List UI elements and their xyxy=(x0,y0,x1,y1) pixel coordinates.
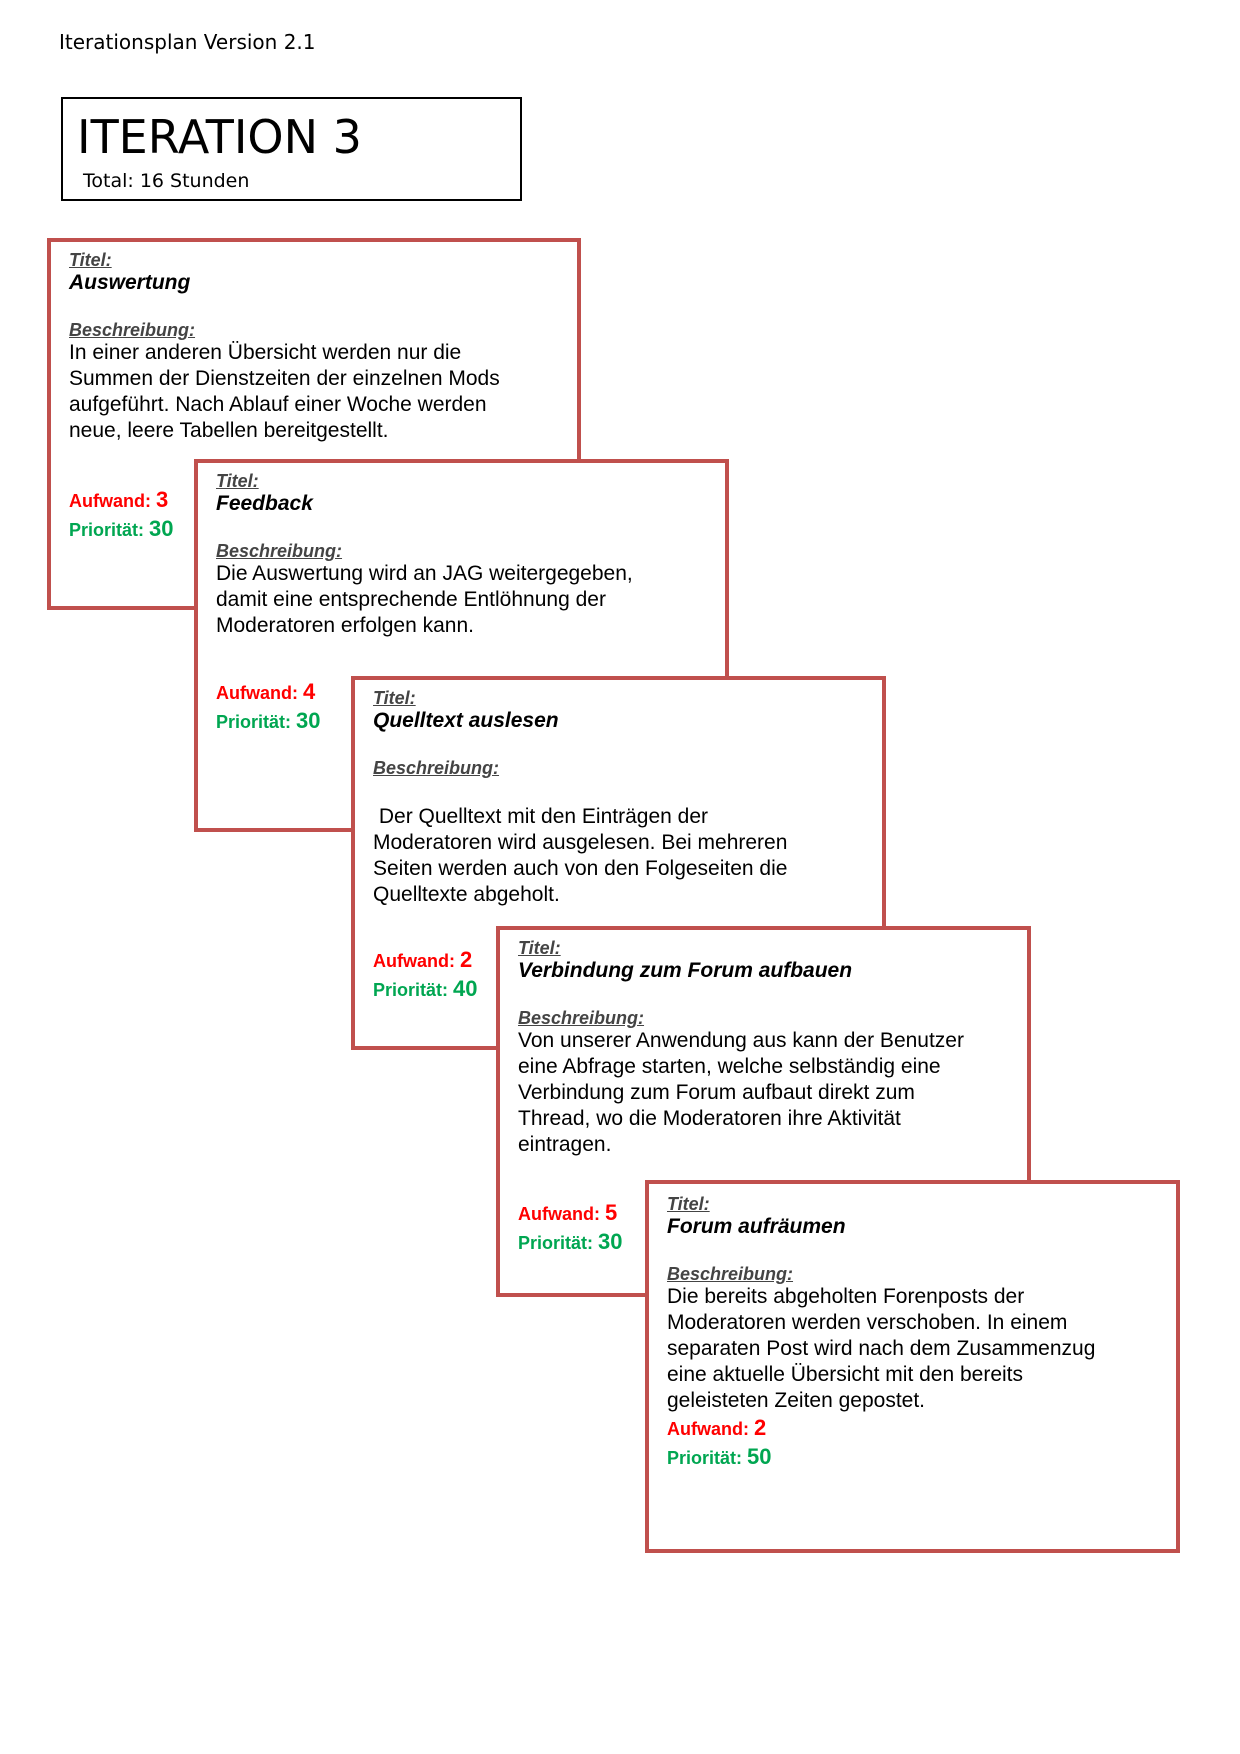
priority-label: Priorität: xyxy=(373,980,449,1000)
card-description: Die bereits abgeholten Forenposts der Mo… xyxy=(667,1285,1096,1412)
priority-label: Priorität: xyxy=(216,712,292,732)
effort-row: Aufwand: 5 xyxy=(518,1199,623,1228)
priority-row: Priorität: 30 xyxy=(69,515,174,544)
card-description: In einer anderen Übersicht werden nur di… xyxy=(69,341,500,442)
priority-row: Priorität: 30 xyxy=(518,1228,623,1257)
document-header: Iterationsplan Version 2.1 xyxy=(59,30,316,54)
card-content: Titel: Auswertung Beschreibung: In einer… xyxy=(69,250,565,444)
priority-label: Priorität: xyxy=(518,1233,594,1253)
iteration-total: Total: 16 Stunden xyxy=(83,170,250,192)
priority-value: 40 xyxy=(453,976,478,1001)
description-label: Beschreibung: xyxy=(667,1264,794,1284)
effort-row: Aufwand: 3 xyxy=(69,486,174,515)
priority-label: Priorität: xyxy=(69,520,145,540)
effort-row: Aufwand: 2 xyxy=(667,1414,1164,1443)
effort-value: 4 xyxy=(303,679,316,704)
card-title: Verbindung zum Forum aufbauen xyxy=(518,959,853,982)
description-label: Beschreibung: xyxy=(216,541,343,561)
priority-row: Priorität: 50 xyxy=(667,1443,1164,1472)
title-label: Titel: xyxy=(69,250,112,270)
card-title: Forum aufräumen xyxy=(667,1215,846,1238)
effort-label: Aufwand: xyxy=(667,1419,749,1439)
priority-value: 30 xyxy=(149,516,174,541)
effort-row: Aufwand: 4 xyxy=(216,678,321,707)
iteration-box: ITERATION 3 Total: 16 Stunden xyxy=(61,97,522,201)
title-label: Titel: xyxy=(518,938,561,958)
priority-value: 30 xyxy=(296,708,321,733)
effort-label: Aufwand: xyxy=(518,1204,600,1224)
priority-label: Priorität: xyxy=(667,1448,743,1468)
card-title: Auswertung xyxy=(69,271,191,294)
card-title: Quelltext auslesen xyxy=(373,709,559,732)
card-content: Titel: Feedback Beschreibung: Die Auswer… xyxy=(216,471,713,639)
description-label: Beschreibung: xyxy=(373,758,500,778)
card-content: Titel: Quelltext auslesen Beschreibung: … xyxy=(373,688,870,908)
effort-label: Aufwand: xyxy=(373,951,455,971)
card-metrics: Aufwand: 2 Priorität: 40 xyxy=(373,946,478,1004)
effort-value: 5 xyxy=(605,1200,618,1225)
priority-value: 30 xyxy=(598,1229,623,1254)
card-description: Die Auswertung wird an JAG weitergegeben… xyxy=(216,562,633,637)
description-label: Beschreibung: xyxy=(518,1008,645,1028)
card-title: Feedback xyxy=(216,492,313,515)
effort-label: Aufwand: xyxy=(69,491,151,511)
title-label: Titel: xyxy=(667,1194,710,1214)
effort-row: Aufwand: 2 xyxy=(373,946,478,975)
title-label: Titel: xyxy=(216,471,259,491)
priority-value: 50 xyxy=(747,1444,772,1469)
card-metrics: Aufwand: 3 Priorität: 30 xyxy=(69,486,174,544)
card-metrics: Aufwand: 5 Priorität: 30 xyxy=(518,1199,623,1257)
card-metrics: Aufwand: 4 Priorität: 30 xyxy=(216,678,321,736)
iteration-title: ITERATION 3 xyxy=(77,110,362,164)
priority-row: Priorität: 40 xyxy=(373,975,478,1004)
card-description: Von unserer Anwendung aus kann der Benut… xyxy=(518,1029,964,1156)
story-card-forum-aufraeumen: Titel: Forum aufräumen Beschreibung: Die… xyxy=(645,1180,1180,1553)
priority-row: Priorität: 30 xyxy=(216,707,321,736)
card-content: Titel: Forum aufräumen Beschreibung: Die… xyxy=(667,1194,1164,1472)
title-label: Titel: xyxy=(373,688,416,708)
effort-value: 2 xyxy=(460,947,473,972)
card-content: Titel: Verbindung zum Forum aufbauen Bes… xyxy=(518,938,1015,1158)
effort-value: 2 xyxy=(754,1415,767,1440)
effort-value: 3 xyxy=(156,487,169,512)
card-description: Der Quelltext mit den Einträgen der Mode… xyxy=(373,805,788,906)
description-label: Beschreibung: xyxy=(69,320,196,340)
effort-label: Aufwand: xyxy=(216,683,298,703)
